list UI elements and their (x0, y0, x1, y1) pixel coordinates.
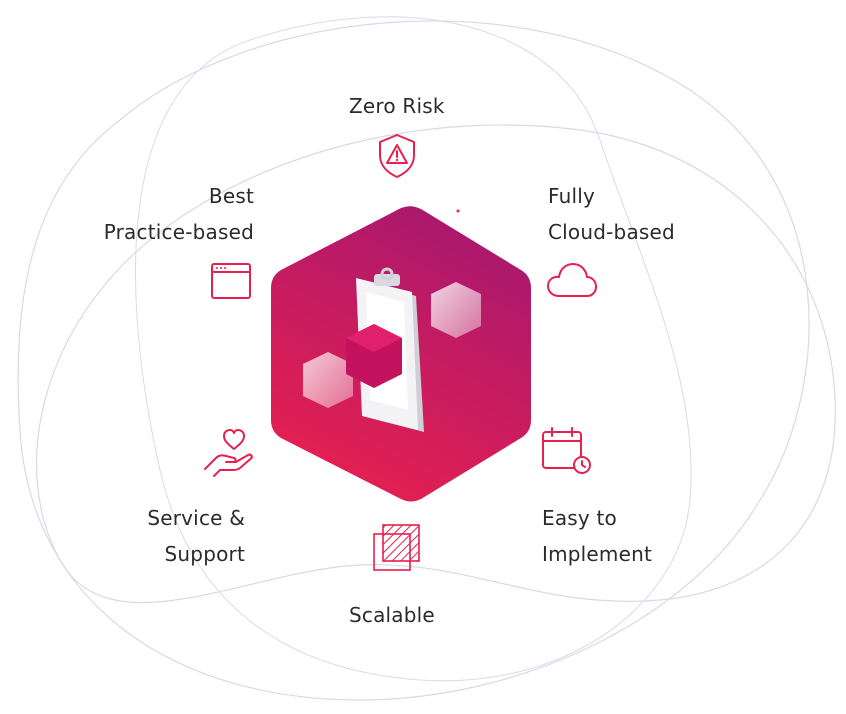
label-zero-risk: Zero Risk (349, 94, 445, 118)
label-best-practice: Best Practice-based (103, 184, 254, 244)
accent-dot (456, 209, 460, 213)
cloud-icon (546, 260, 598, 300)
central-hexagon-graphic (271, 206, 531, 502)
outline-curve-1 (17, 20, 810, 701)
hand-heart-icon (202, 425, 256, 479)
calendar-clock-icon (540, 426, 594, 476)
label-easy-to-implement: Easy to Implement (542, 506, 653, 566)
clipboard-hexagon-icon (303, 267, 481, 432)
shield-warning-icon (377, 133, 417, 179)
outline-curve-3 (134, 16, 692, 682)
outline-curve-2 (36, 124, 836, 604)
browser-window-icon (210, 262, 252, 300)
label-cloud-based: Fully Cloud-based (548, 184, 675, 244)
scalable-squares-icon (371, 522, 423, 574)
label-scalable: Scalable (349, 603, 435, 627)
label-service-support: Service & Support (147, 506, 245, 566)
